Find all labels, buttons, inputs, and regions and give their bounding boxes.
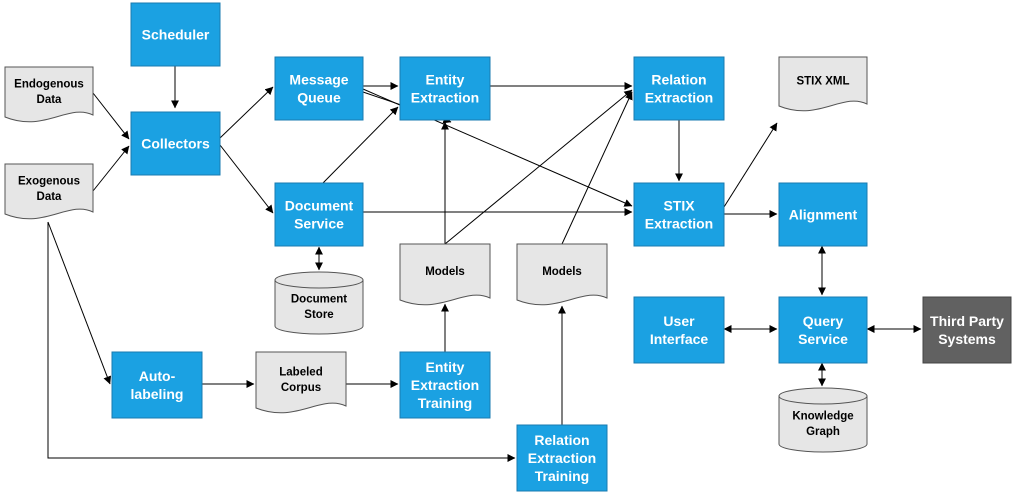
document-service-shape xyxy=(274,182,364,247)
connector-arrow xyxy=(219,144,274,214)
user-interface-shape xyxy=(633,296,725,364)
endogenous-label: Endogenous xyxy=(14,78,84,90)
scheduler-label: Scheduler xyxy=(142,27,210,43)
connector-arrow xyxy=(92,92,130,140)
entity-extraction-label: Extraction xyxy=(411,90,479,106)
models-relation-shape xyxy=(516,243,608,306)
stix-extraction-label: Extraction xyxy=(645,216,713,232)
auto-labeling-shape xyxy=(111,351,203,419)
query-service-label: Query xyxy=(803,313,844,329)
message-queue-label: Queue xyxy=(297,90,341,106)
message-queue-label: Message xyxy=(289,72,348,88)
stix-xml-label: STIX XML xyxy=(796,76,849,88)
document-store-label: Store xyxy=(304,309,333,321)
stix-extraction-label: STIX xyxy=(663,198,695,214)
labeled-corpus-label: Corpus xyxy=(281,382,321,394)
document-store-label: Document xyxy=(291,293,347,305)
connector-arrow xyxy=(47,222,516,462)
third-party-shape xyxy=(922,296,1012,364)
scheduler-shape xyxy=(130,2,221,67)
user-interface-label: Interface xyxy=(650,331,709,347)
relation-extraction-label: Relation xyxy=(651,72,706,88)
relation-extraction-training-label: Relation xyxy=(534,432,589,448)
connector-arrow xyxy=(92,145,130,192)
third-party-label: Systems xyxy=(938,331,996,347)
document-store-shape xyxy=(274,279,364,335)
connector-lines xyxy=(47,66,922,462)
alignment-shape xyxy=(778,182,868,247)
connector-arrow xyxy=(47,221,112,385)
relation-extraction-training-label: Training xyxy=(535,468,589,484)
connector-arrow xyxy=(561,91,633,245)
auto-labeling-label: labeling xyxy=(131,386,184,402)
exogenous-shape xyxy=(4,163,94,220)
entity-extraction-label: Entity xyxy=(426,72,465,88)
entity-extraction-training-shape xyxy=(399,351,491,419)
labeled-corpus-label: Labeled xyxy=(279,366,322,378)
labeled-corpus-shape xyxy=(255,351,347,414)
endogenous-shape xyxy=(4,66,94,123)
models-entity-shape xyxy=(399,243,491,306)
document-service-label: Service xyxy=(294,216,344,232)
stix-extraction-shape xyxy=(633,182,725,247)
auto-labeling-node: Auto-labeling xyxy=(111,351,203,419)
entity-extraction-training-label: Training xyxy=(418,395,472,411)
relation-extraction-label: Extraction xyxy=(645,90,713,106)
relation-extraction-training-label: Extraction xyxy=(528,450,596,466)
connector-arrow xyxy=(219,86,274,139)
user-interface-label: User xyxy=(663,313,695,329)
knowledge-graph-shape xyxy=(778,395,868,453)
connector-arrow xyxy=(444,89,633,245)
knowledge-graph-label: Knowledge xyxy=(792,410,853,422)
collectors-shape xyxy=(130,111,221,176)
models-relation-node: Models xyxy=(516,243,608,306)
connector-arrow xyxy=(321,106,399,185)
exogenous-label: Data xyxy=(37,191,63,203)
alignment-label: Alignment xyxy=(789,207,858,223)
relation-extraction-training-shape xyxy=(516,424,608,492)
message-queue-shape xyxy=(274,56,364,121)
stix-xml-shape xyxy=(778,56,868,112)
entity-extraction-training-label: Entity xyxy=(426,359,465,375)
models-entity-node: Models xyxy=(399,243,491,306)
models-relation-label: Models xyxy=(542,266,582,278)
exogenous-label: Exogenous xyxy=(18,175,80,187)
document-service-label: Document xyxy=(285,198,354,214)
collectors-node: Collectors xyxy=(130,111,221,176)
relation-extraction-shape xyxy=(633,56,725,121)
document-store-lid xyxy=(274,271,364,289)
scheduler-node: Scheduler xyxy=(130,2,221,67)
query-service-label: Service xyxy=(798,331,848,347)
stix-xml-node: STIX XML xyxy=(778,56,868,112)
third-party-label: Third Party xyxy=(930,313,1004,329)
diagram-nodes: SchedulerEndogenousDataExogenousDataColl… xyxy=(4,2,1012,492)
entity-extraction-training-label: Extraction xyxy=(411,377,479,393)
entity-extraction-shape xyxy=(399,56,491,121)
auto-labeling-label: Auto- xyxy=(139,368,176,384)
connector-arrow xyxy=(723,122,778,208)
stix-extraction-node: STIX Extraction xyxy=(633,182,725,247)
collectors-label: Collectors xyxy=(141,136,210,152)
knowledge-graph-label: Graph xyxy=(806,426,840,438)
models-entity-label: Models xyxy=(425,266,465,278)
endogenous-label: Data xyxy=(37,94,63,106)
knowledge-graph-lid xyxy=(778,387,868,405)
alignment-node: Alignment xyxy=(778,182,868,247)
query-service-shape xyxy=(778,296,868,364)
